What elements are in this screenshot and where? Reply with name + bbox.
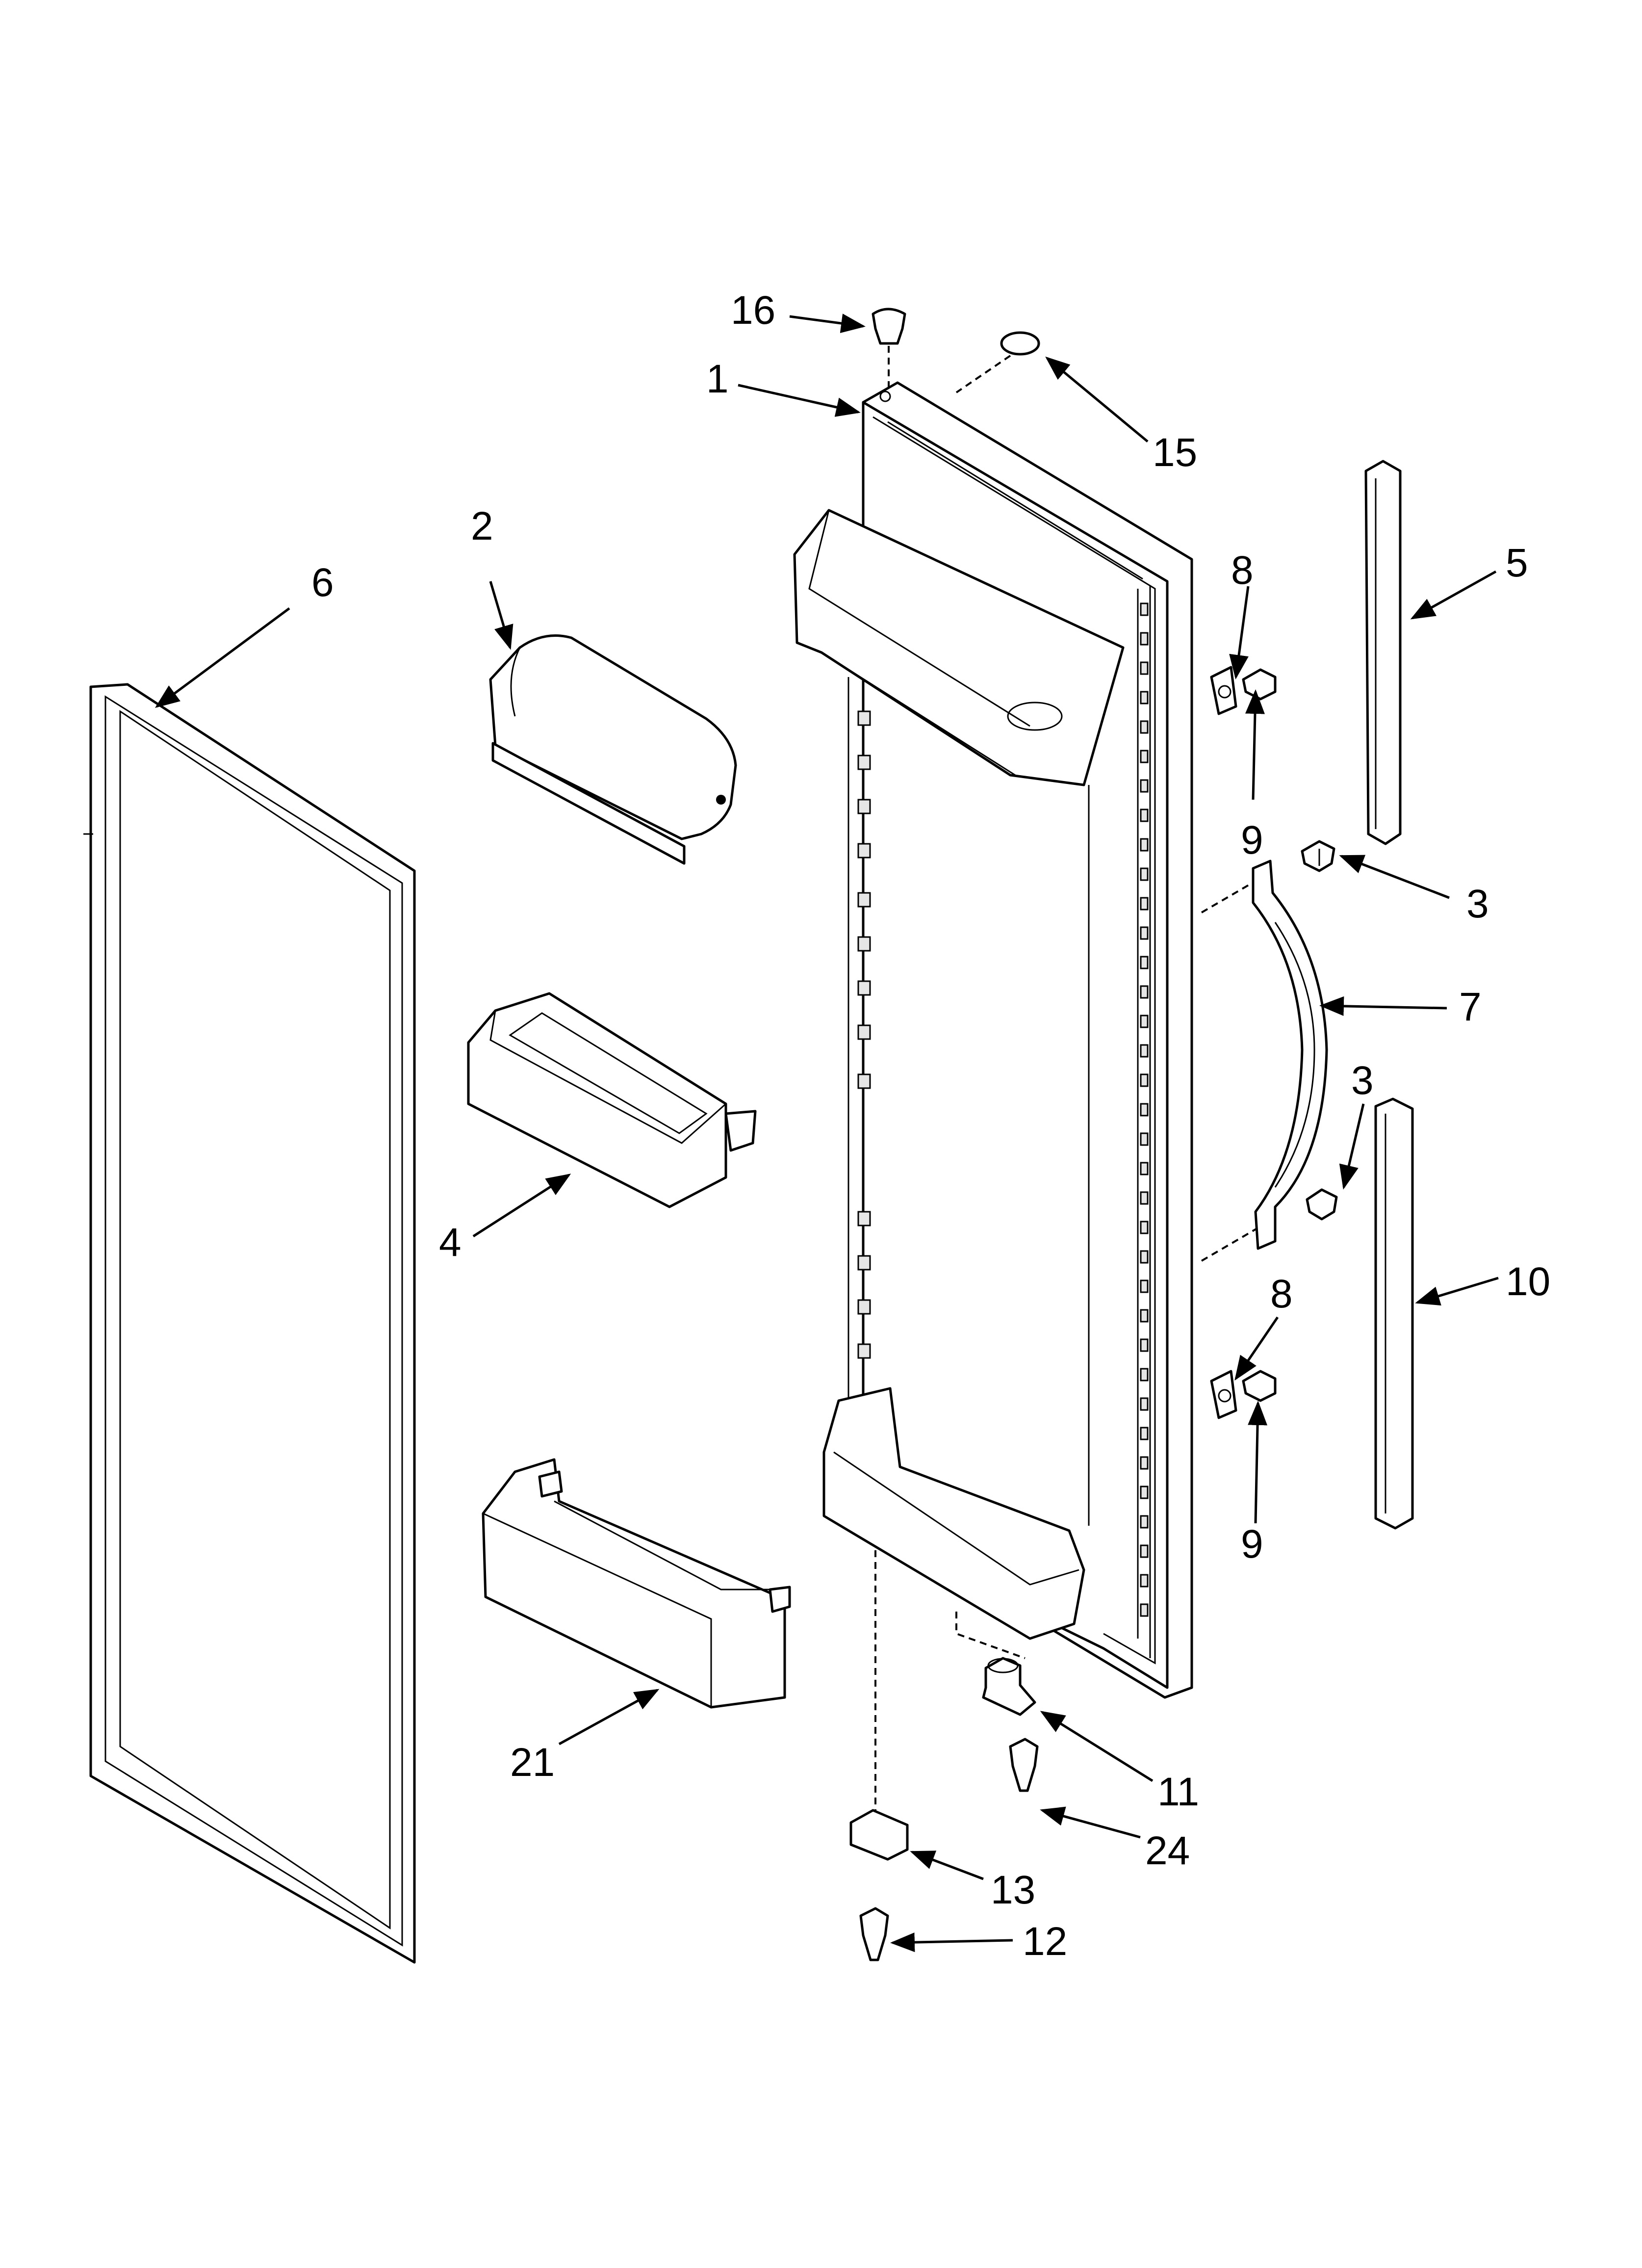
top-trim-part xyxy=(1364,460,1402,845)
assembly-line-11 xyxy=(955,1612,1026,1659)
callout-13: 13 xyxy=(991,1868,1035,1912)
shelf-clip xyxy=(857,1255,871,1271)
gasket-channel-slot xyxy=(1140,1397,1149,1411)
gasket-channel-slot xyxy=(1140,1132,1149,1146)
gasket-channel-slot xyxy=(1140,720,1149,734)
gasket-channel-slot xyxy=(1140,1191,1149,1205)
gasket-channel-slot xyxy=(1140,1279,1149,1293)
shelf-clip xyxy=(857,980,871,996)
callout-5: 5 xyxy=(1506,541,1528,585)
callout-8-lower: 8 xyxy=(1270,1272,1293,1316)
gasket-channel-slot xyxy=(1140,808,1149,822)
gasket-channel-slot xyxy=(1140,985,1149,999)
gasket-channel-slot xyxy=(1140,1368,1149,1382)
shelf-clip xyxy=(857,1073,871,1089)
gasket-channel-slot xyxy=(1140,779,1149,793)
gasket-channel-slot xyxy=(1140,1603,1149,1617)
door-assembly-part xyxy=(793,381,1193,1699)
callout-8-upper: 8 xyxy=(1231,548,1254,593)
callout-9-upper: 9 xyxy=(1241,818,1263,862)
callout-7: 7 xyxy=(1459,985,1482,1029)
hinge-pin-part xyxy=(982,1657,1036,1716)
hinge-bracket-part xyxy=(849,1809,909,1861)
assembly-line-7-top xyxy=(1201,877,1261,913)
bottom-trim-part xyxy=(1374,1097,1414,1530)
callout-24: 24 xyxy=(1145,1828,1190,1873)
shelf-clip xyxy=(857,755,871,770)
gasket-channel-slot xyxy=(1140,926,1149,940)
callout-16: 16 xyxy=(731,288,775,333)
callout-3-upper: 3 xyxy=(1466,882,1489,926)
callout-10: 10 xyxy=(1506,1259,1550,1304)
gasket-channel-slot xyxy=(1140,1338,1149,1352)
gasket-channel-slot xyxy=(1140,1456,1149,1470)
gasket-channel-slot xyxy=(1140,838,1149,852)
callout-11: 11 xyxy=(1157,1770,1199,1814)
callout-2: 2 xyxy=(471,504,493,548)
gasket-channel-slot xyxy=(1140,897,1149,911)
gasket-channel-slot xyxy=(1140,632,1149,646)
screw-12-part xyxy=(859,1907,889,1961)
shelf-clip xyxy=(857,843,871,859)
gasket-channel-slot xyxy=(1140,1515,1149,1529)
gasket-channel-slot xyxy=(1140,602,1149,616)
shelf-clip xyxy=(857,1343,871,1359)
shelf-clip xyxy=(857,936,871,952)
callout-21: 21 xyxy=(510,1740,555,1785)
callout-4: 4 xyxy=(439,1220,462,1265)
gasket-channel-slot xyxy=(1140,956,1149,969)
gasket-channel-slot xyxy=(1140,1015,1149,1028)
gasket-channel-slot xyxy=(1140,1250,1149,1264)
shelf-clip xyxy=(857,892,871,908)
clip-8-upper xyxy=(1210,666,1237,715)
o-ring-part xyxy=(1000,331,1040,356)
callout-6: 6 xyxy=(311,560,334,605)
gasket-channel-slot xyxy=(1140,1574,1149,1588)
screw-9-upper xyxy=(1242,668,1277,701)
gasket-channel-slot xyxy=(1140,1073,1149,1087)
screw-3-lower xyxy=(1306,1188,1338,1221)
shelf-clip xyxy=(857,710,871,726)
callout-12: 12 xyxy=(1023,1919,1067,1964)
door-bin-part xyxy=(467,992,757,1208)
gasket-channel-slot xyxy=(1140,661,1149,675)
screw-3-upper xyxy=(1301,840,1335,872)
gasket-channel-slot xyxy=(1140,1427,1149,1440)
gasket-channel-slot xyxy=(1140,1486,1149,1499)
door-gasket-part xyxy=(83,683,416,1964)
gasket-channel-slot xyxy=(1140,1221,1149,1234)
shelf-clip xyxy=(857,1024,871,1040)
shelf-clip xyxy=(857,1211,871,1226)
screw-9-lower xyxy=(1242,1370,1277,1402)
gasket-channel-slot xyxy=(1140,750,1149,763)
bottom-door-bin-part xyxy=(482,1458,791,1709)
gasket-channel-slot xyxy=(1140,1309,1149,1323)
clip-8-lower xyxy=(1210,1370,1237,1419)
top-plug-part xyxy=(872,308,906,345)
callout-15: 15 xyxy=(1153,430,1197,475)
gasket-channel-slot xyxy=(1140,1044,1149,1058)
assembly-line-15 xyxy=(955,355,1011,393)
gasket-channel-slot xyxy=(1140,867,1149,881)
callout-arrows xyxy=(154,313,1499,1953)
shelf-clip xyxy=(857,799,871,814)
dairy-door-part xyxy=(489,634,737,865)
gasket-channel-slot xyxy=(1140,691,1149,704)
assembly-line-7-bottom xyxy=(1201,1225,1261,1262)
gasket-channel-slot xyxy=(1140,1162,1149,1175)
callout-3-lower: 3 xyxy=(1351,1058,1374,1103)
screw-24-part xyxy=(1009,1738,1039,1792)
shelf-clip xyxy=(857,1299,871,1315)
door-handle-part xyxy=(1252,860,1328,1250)
gasket-channel-slot xyxy=(1140,1544,1149,1558)
gasket-channel-slot xyxy=(1140,1103,1149,1117)
callout-9-lower: 9 xyxy=(1241,1522,1263,1566)
callout-1: 1 xyxy=(706,357,729,401)
